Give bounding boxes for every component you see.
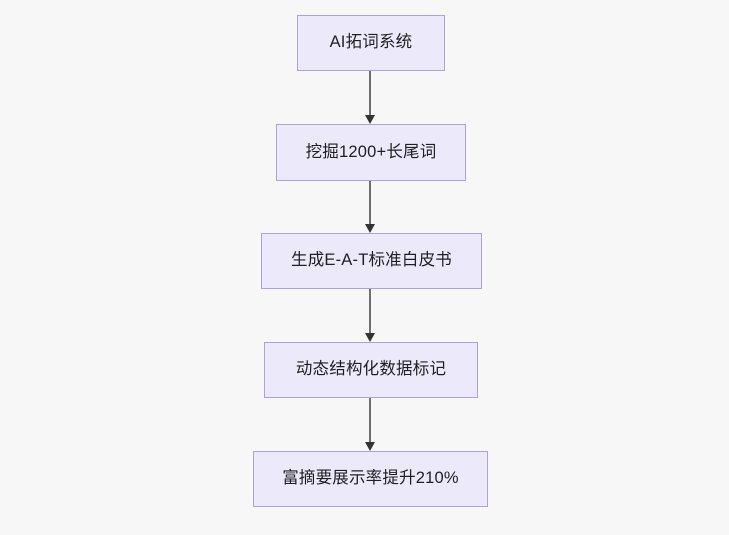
flow-node-generate-eat-whitepaper[interactable]: 生成E-A-T标准白皮书 <box>261 233 482 289</box>
flow-edge-node1-to-node2 <box>361 71 379 124</box>
flow-node-label: 生成E-A-T标准白皮书 <box>291 251 452 270</box>
flow-node-label: 挖掘1200+长尾词 <box>305 142 437 161</box>
flow-node-dynamic-structured-data-markup[interactable]: 动态结构化数据标记 <box>264 342 478 398</box>
flow-node-ai-keyword-expansion-system[interactable]: AI拓词系统 <box>297 15 445 71</box>
flow-node-label: AI拓词系统 <box>329 33 413 52</box>
flow-node-mine-longtail-keywords[interactable]: 挖掘1200+长尾词 <box>276 124 466 181</box>
flow-node-label: 富摘要展示率提升210% <box>282 469 459 488</box>
flow-edge-node2-to-node3 <box>361 181 379 233</box>
flow-edge-node4-to-node5 <box>361 398 379 451</box>
flow-node-rich-snippet-impression-lift[interactable]: 富摘要展示率提升210% <box>253 451 488 507</box>
flow-edge-node3-to-node4 <box>361 289 379 342</box>
flow-node-label: 动态结构化数据标记 <box>295 360 447 379</box>
